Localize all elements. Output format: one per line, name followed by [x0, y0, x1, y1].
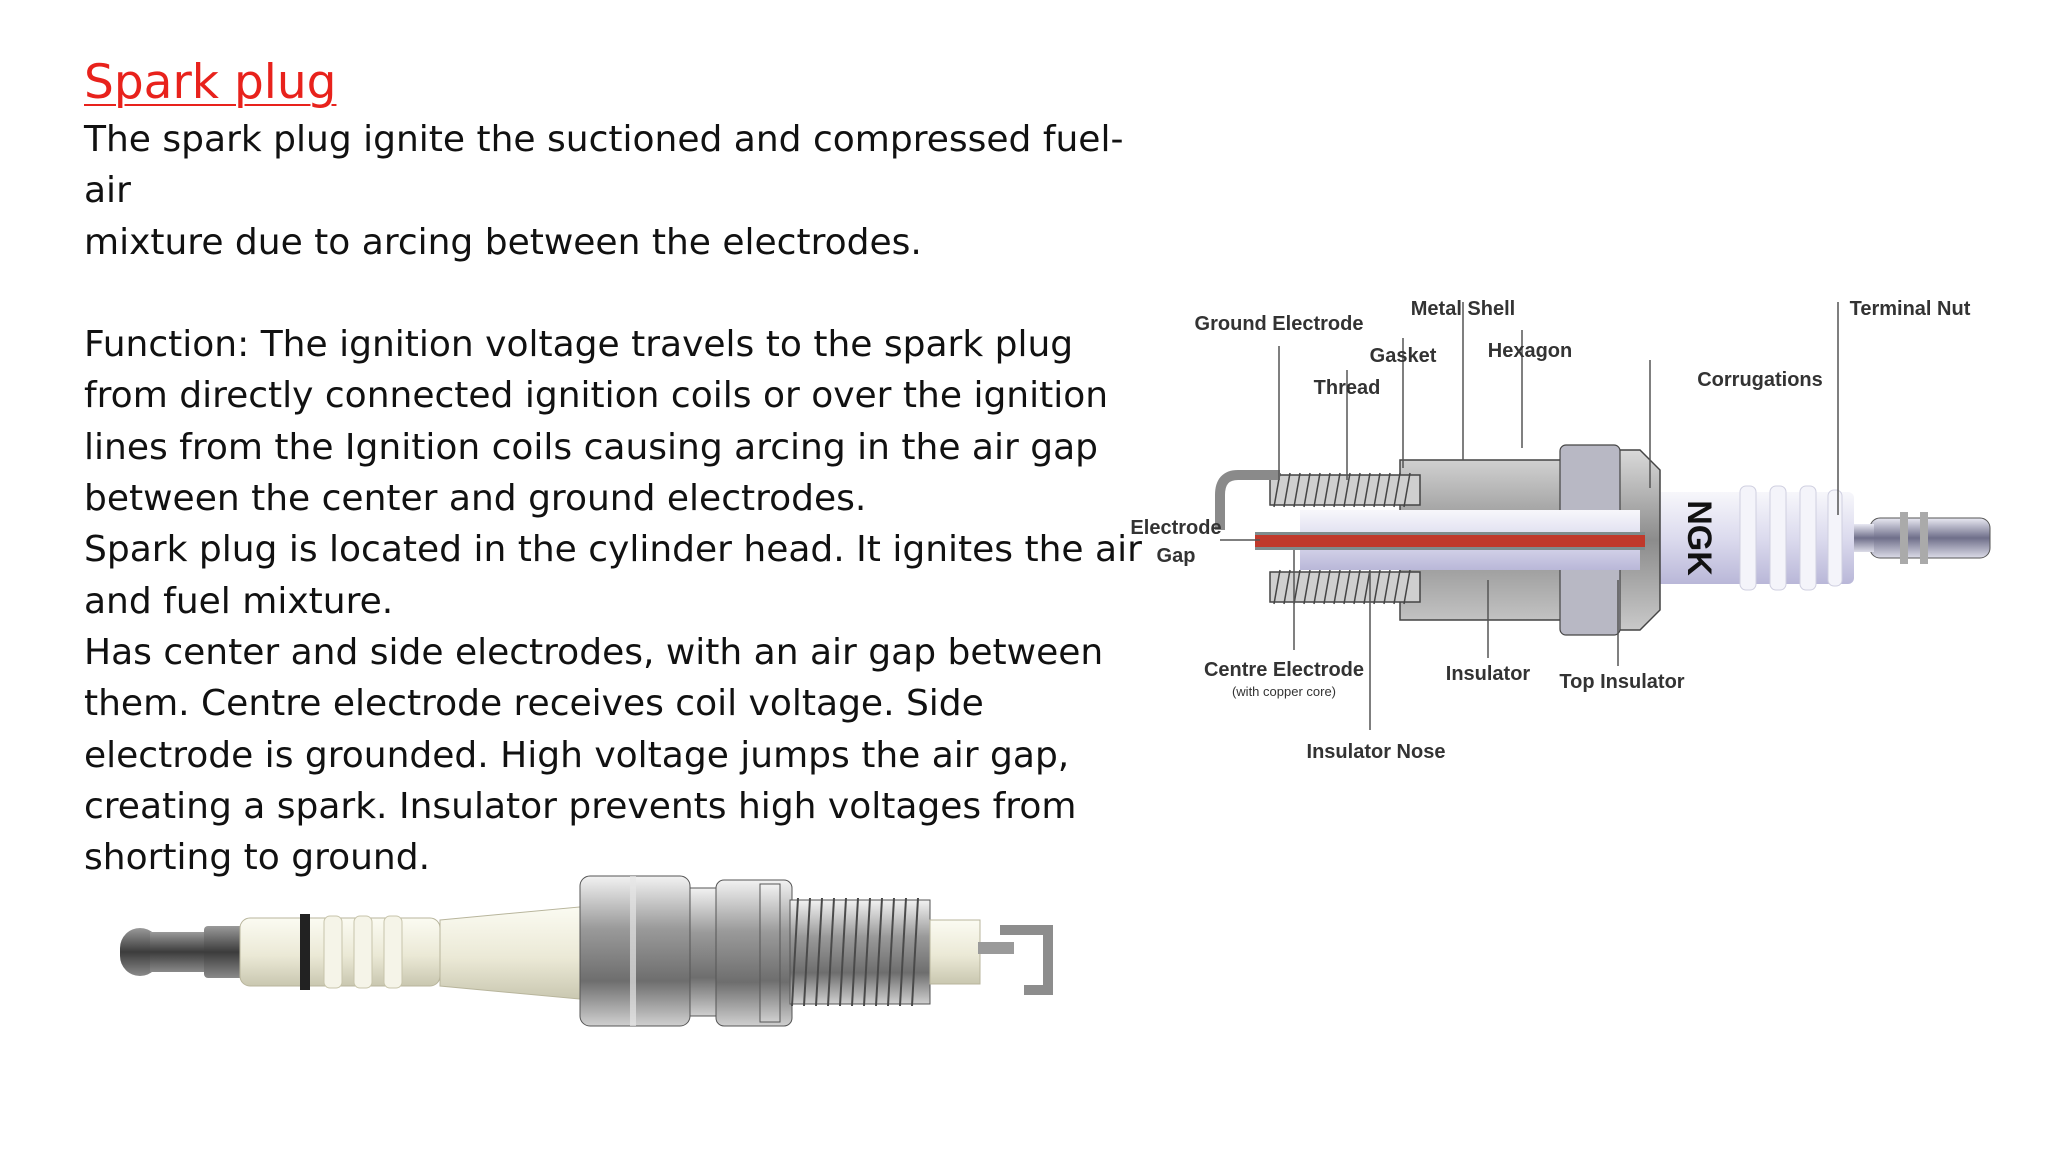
- label-electrode-gap-line1: Electrode: [1130, 517, 1221, 539]
- label-hexagon: Hexagon: [1488, 340, 1572, 362]
- body-blank-line: [84, 268, 1104, 319]
- label-metal-shell: Metal Shell: [1411, 298, 1515, 320]
- label-centre-electrode-note: (with copper core): [1232, 684, 1336, 699]
- label-electrode-gap-line2: Gap: [1157, 545, 1196, 567]
- spark-plug-photo: [100, 840, 1090, 1070]
- body-line: Has center and side electrodes, with an …: [84, 631, 1104, 673]
- label-insulator-nose: Insulator Nose: [1307, 741, 1446, 763]
- photo-electrodes: [929, 919, 1053, 995]
- photo-insulator: [239, 905, 591, 1001]
- label-gasket: Gasket: [1370, 345, 1437, 367]
- body-line: and fuel mixture.: [84, 580, 394, 622]
- label-corrugations: Corrugations: [1697, 369, 1823, 391]
- ngk-brand-mark: NGK: [1680, 500, 1718, 576]
- body-line: mixture due to arcing between the electr…: [84, 221, 922, 263]
- body-line: them. Centre electrode receives coil vol…: [84, 683, 984, 725]
- top-insulator-shape: [1640, 485, 1854, 591]
- body-line: between the center and ground electrodes…: [84, 478, 867, 520]
- label-top-insulator: Top Insulator: [1559, 671, 1684, 693]
- label-centre-electrode: Centre Electrode: [1204, 659, 1364, 681]
- body-line: Spark plug is located in the cylinder he…: [84, 529, 1142, 571]
- label-thread: Thread: [1314, 377, 1381, 399]
- body-line: lines from the Ignition coils causing ar…: [84, 426, 1098, 468]
- slide-title: Spark plug: [84, 55, 337, 110]
- terminal-nut-shape: [1850, 512, 1991, 564]
- spark-plug-photo-svg: [120, 875, 1053, 1027]
- body-line: from directly connected ignition coils o…: [84, 375, 1109, 417]
- cutaway-svg: NGK: [1130, 298, 1991, 763]
- photo-threads: [789, 897, 931, 1007]
- body-line: shorting to ground.: [84, 837, 431, 879]
- centre-electrode-shape: [1255, 532, 1645, 550]
- body-line: electrode is grounded. High voltage jump…: [84, 734, 1070, 776]
- photo-hex-nut: [579, 875, 793, 1027]
- thread-shape: [1269, 472, 1421, 605]
- label-ground-electrode: Ground Electrode: [1195, 313, 1364, 335]
- photo-terminal: [120, 926, 244, 978]
- label-insulator: Insulator: [1446, 663, 1531, 685]
- label-terminal-nut: Terminal Nut: [1850, 298, 1971, 320]
- body-line: creating a spark. Insulator prevents hig…: [84, 785, 1077, 827]
- body-text: The spark plug ignite the suctioned and …: [84, 114, 1142, 883]
- spark-plug-cutaway-diagram: NGK: [1120, 280, 2000, 800]
- body-line: air: [84, 170, 131, 212]
- body-line: The spark plug ignite the suctioned and …: [84, 119, 1124, 160]
- ground-electrode-shape: [1215, 470, 1280, 530]
- body-line: Function: The ignition voltage travels t…: [84, 324, 1074, 366]
- leader-lines: [1220, 302, 1839, 730]
